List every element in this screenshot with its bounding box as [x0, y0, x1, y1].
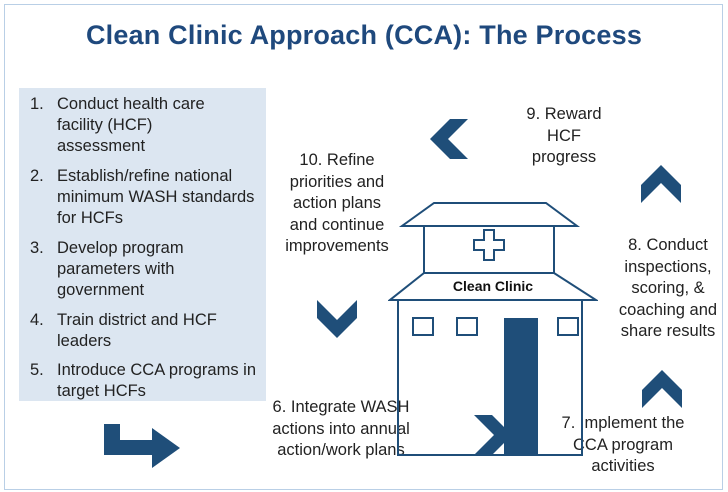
- step-10-label: 10. Refine priorities and action plans a…: [285, 151, 389, 255]
- step-8-label: 8. Conduct inspections, scoring, & coach…: [618, 236, 718, 340]
- step-item-1: 1. Conduct health care facility (HCF) as…: [19, 94, 266, 157]
- turn-right-arrow-icon: [104, 422, 182, 468]
- step-item-5: 5. Introduce CCA programs in target HCFs: [19, 360, 266, 402]
- chevron-down-icon: [317, 300, 357, 338]
- step-number: 5.: [30, 361, 44, 379]
- chevron-up-icon: [641, 165, 681, 203]
- cross-icon: [473, 229, 505, 261]
- clinic-building-icon: Clean Clinic: [387, 200, 600, 461]
- chevron-up-icon: [642, 370, 682, 408]
- step-item-4: 4. Train district and HCF leaders: [19, 310, 266, 352]
- step-text: Develop program parameters with governme…: [57, 239, 184, 299]
- chevron-left-icon: [430, 119, 468, 159]
- step-text: Conduct health care facility (HCF) asses…: [57, 95, 205, 155]
- diagram-frame: [4, 4, 723, 490]
- step-text: Train district and HCF leaders: [57, 311, 217, 350]
- step-number: 4.: [30, 311, 44, 329]
- step-number: 2.: [30, 167, 44, 185]
- step-number: 1.: [30, 95, 44, 113]
- step-text: Introduce CCA programs in target HCFs: [57, 361, 257, 400]
- step-item-2: 2. Establish/refine national minimum WAS…: [19, 166, 266, 229]
- step-7-label: 7. Implement the CCA program activities: [561, 414, 685, 475]
- initial-steps-box: 1. Conduct health care facility (HCF) as…: [19, 88, 266, 401]
- clinic-sign: Clean Clinic: [452, 278, 534, 294]
- step-6-label: 6. Integrate WASH actions into annual ac…: [272, 398, 410, 459]
- step-text: Establish/refine national minimum WASH s…: [57, 167, 255, 227]
- step-number: 3.: [30, 239, 44, 257]
- step-item-3: 3. Develop program parameters with gover…: [19, 238, 266, 301]
- page-title: Clean Clinic Approach (CCA): The Process: [85, 20, 643, 50]
- step-9-label: 9. Reward HCF progress: [526, 105, 602, 166]
